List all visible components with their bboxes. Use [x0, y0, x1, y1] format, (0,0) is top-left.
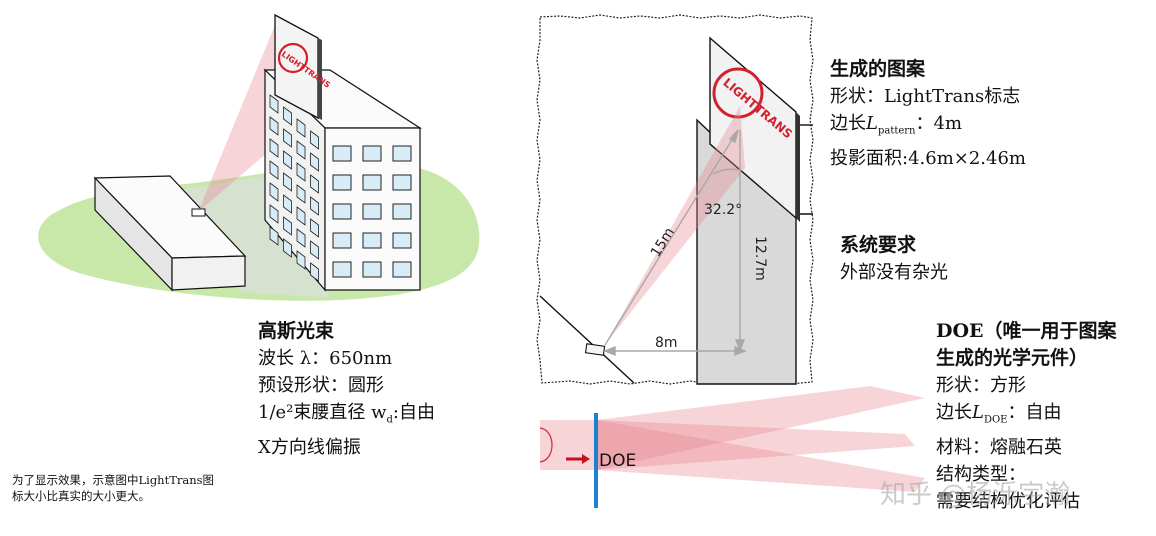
- doe-side-sub: DOE: [983, 414, 1008, 426]
- window: [332, 203, 352, 220]
- doe-structure-value: 需要结构优化评估: [936, 490, 1080, 512]
- window: [296, 162, 306, 182]
- window: [392, 203, 412, 220]
- window: [296, 250, 306, 270]
- doe-material: 材料：熔融石英: [936, 436, 1062, 458]
- doe-box-label: DOE: [599, 451, 636, 471]
- gaussian-waist: 1/e²束腰直径 wd:自由: [258, 399, 435, 434]
- window: [296, 140, 306, 160]
- doe-shape: 形状：方形: [936, 375, 1026, 396]
- window: [392, 174, 412, 191]
- system-title: 系统要求: [840, 234, 917, 256]
- doe-title-1: DOE（唯一用于图案: [936, 320, 1117, 342]
- window: [296, 118, 306, 138]
- window: [269, 204, 279, 224]
- window: [332, 174, 352, 191]
- waist-label: 1/e²束腰直径 w: [258, 402, 387, 423]
- window: [392, 261, 412, 278]
- window: [310, 218, 319, 238]
- pattern-area: 投影面积:4.6m×2.46m: [830, 147, 1026, 169]
- waist-sub: d: [386, 414, 393, 426]
- footnote-line1: 为了显示效果，示意图中LightTrans图: [12, 473, 215, 487]
- pattern-block: 生成的图案 形状：LightTrans标志 边长Lpattern：4m 投影面积…: [830, 56, 1026, 172]
- window: [283, 150, 292, 170]
- footnote: 为了显示效果，示意图中LightTrans图 标大小比真实的大小更大。: [12, 472, 214, 504]
- window: [296, 184, 306, 204]
- windows-front: [332, 145, 412, 278]
- window: [310, 240, 319, 260]
- pattern-shape: 形状：LightTrans标志: [830, 86, 1021, 107]
- window: [269, 138, 279, 158]
- window: [269, 160, 279, 180]
- beam-cone-middle: [604, 106, 745, 346]
- window: [269, 226, 279, 246]
- gaussian-beam-block: 高斯光束 波长 λ：650nm 预设形状：圆形 1/e²束腰直径 wd:自由 X…: [258, 318, 435, 461]
- watermark: 知乎 @杨泺宇瀚: [880, 480, 1071, 510]
- waist-value: :自由: [392, 402, 435, 423]
- window: [362, 232, 382, 249]
- window: [296, 228, 306, 248]
- window: [362, 145, 382, 162]
- window: [269, 182, 279, 202]
- window: [362, 203, 382, 220]
- window: [283, 106, 292, 126]
- gaussian-shape: 预设形状：圆形: [258, 375, 384, 396]
- window: [310, 130, 319, 150]
- dimension-lines: [603, 129, 747, 357]
- ground-shadow: [178, 176, 330, 298]
- window: [332, 145, 352, 162]
- window: [392, 232, 412, 249]
- window: [269, 116, 279, 136]
- pattern-side: 边长Lpattern：4m: [830, 110, 1026, 145]
- system-requirement: 外部没有杂光: [840, 262, 948, 283]
- angle-label: 32.2°: [704, 202, 742, 218]
- window: [310, 174, 319, 194]
- doe-block: DOE（唯一用于图案 生成的光学元件） 形状：方形 边长LDOE：自由 材料：熔…: [936, 318, 1117, 515]
- system-block: 系统要求 外部没有杂光: [840, 232, 948, 286]
- doe-structure: 结构类型：: [936, 463, 1026, 485]
- window: [310, 152, 319, 172]
- window: [283, 216, 292, 236]
- doe-title-2: 生成的光学元件）: [936, 347, 1089, 369]
- pattern-side-prefix: 边长: [830, 113, 866, 134]
- windows-side: [269, 94, 319, 282]
- window: [310, 196, 319, 216]
- pattern-side-sub: pattern: [877, 125, 916, 137]
- pattern-title: 生成的图案: [830, 58, 926, 80]
- window: [362, 261, 382, 278]
- pattern-side-value: ：4m: [915, 113, 963, 134]
- window: [392, 145, 412, 162]
- horizontal-label: 8m: [655, 335, 678, 351]
- window: [283, 172, 292, 192]
- window: [362, 174, 382, 191]
- gaussian-wavelength: 波长 λ：650nm: [258, 348, 393, 369]
- doe-side-prefix: 边长: [936, 402, 972, 423]
- doe-side-value: ：自由: [1007, 402, 1062, 423]
- gaussian-polarization: X方向线偏振: [258, 436, 361, 458]
- window: [269, 94, 279, 114]
- doe-side: 边长LDOE：自由: [936, 399, 1117, 434]
- window: [283, 128, 292, 148]
- doe-side-var: L: [972, 402, 984, 423]
- window: [283, 194, 292, 214]
- gaussian-title: 高斯光束: [258, 320, 335, 342]
- window: [332, 232, 352, 249]
- window: [296, 206, 306, 226]
- pattern-side-var: L: [866, 113, 878, 134]
- height-label: 12.7m: [752, 236, 768, 281]
- doe-beam-diagram: DOE: [539, 386, 925, 508]
- source-box: [93, 175, 247, 292]
- window: [332, 261, 352, 278]
- window: [310, 262, 319, 282]
- footnote-line2: 标大小比真实的大小更大。: [12, 489, 150, 503]
- window: [283, 238, 292, 258]
